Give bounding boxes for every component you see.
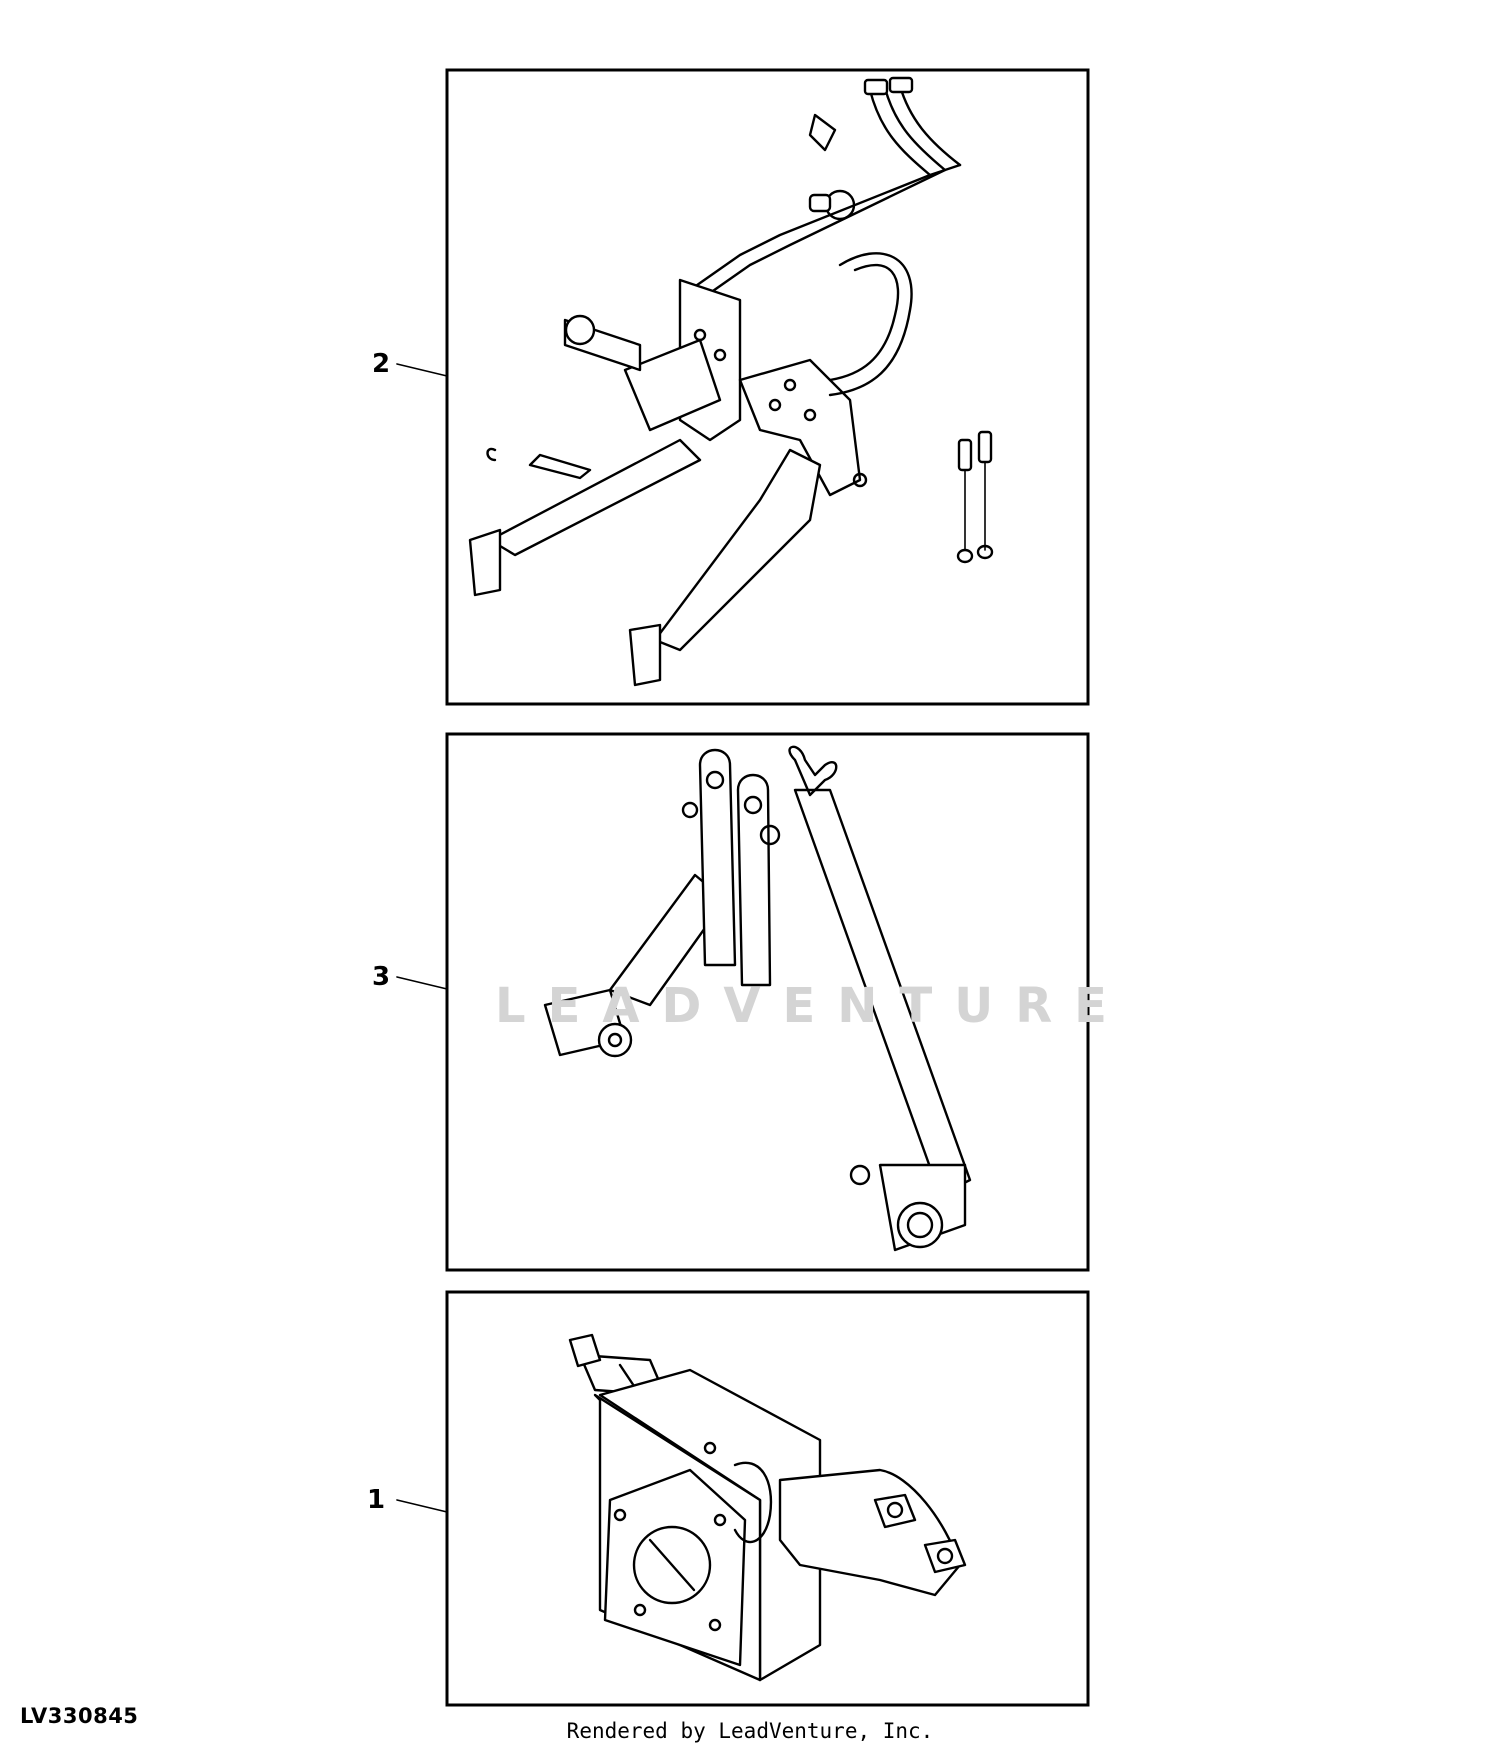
render-credit: Rendered by LeadVenture, Inc.	[566, 1719, 934, 1743]
callout-number: 2	[372, 349, 390, 379]
figure-id: LV330845	[20, 1704, 139, 1728]
panel-linkage[interactable]: 2	[372, 68, 1090, 706]
callout-leader	[396, 976, 448, 990]
callout-number: 3	[372, 962, 390, 992]
callout-leader	[396, 1499, 448, 1513]
panel-bracket[interactable]: 1	[367, 1290, 1090, 1707]
a-frame-drawing	[543, 745, 972, 1252]
callout-leader	[396, 363, 448, 377]
callout-number: 1	[367, 1485, 385, 1515]
panel-a-frame[interactable]: LEADVENTURE 3	[372, 732, 1129, 1272]
watermark: LEADVENTURE	[495, 978, 1129, 1034]
bracket-drawing	[568, 1333, 967, 1682]
linkage-drawing	[468, 76, 994, 687]
